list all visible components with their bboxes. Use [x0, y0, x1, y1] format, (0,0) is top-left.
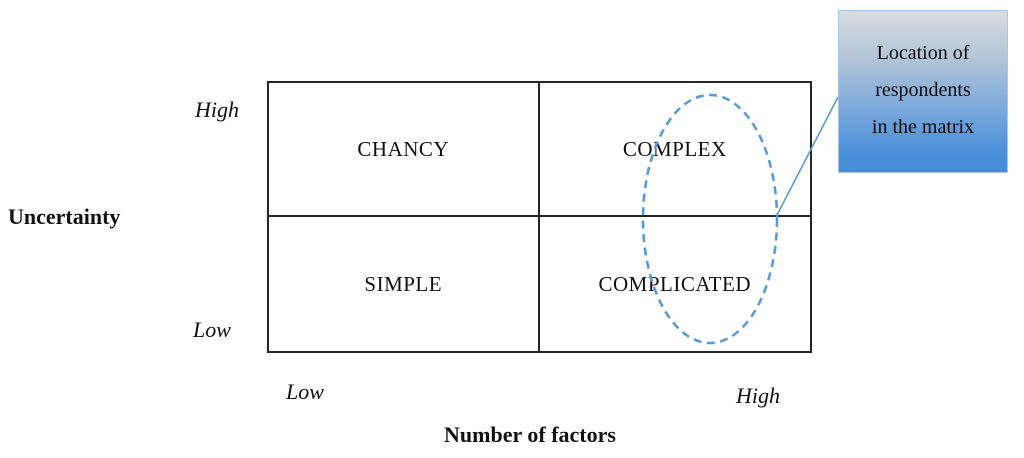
- y-axis-title: Uncertainty: [8, 204, 121, 229]
- y-axis-low-label: Low: [193, 317, 231, 342]
- callout-text-line: respondents: [875, 79, 971, 101]
- quadrant-complex: COMPLEX: [539, 83, 810, 217]
- quadrant-chancy: CHANCY: [269, 83, 540, 217]
- x-axis-high-label: High: [736, 383, 780, 408]
- two-by-two-matrix: CHANCY COMPLEX SIMPLE COMPLICATED: [267, 81, 812, 353]
- x-axis-title: Number of factors: [444, 422, 616, 447]
- callout-text-line: Location of: [876, 42, 970, 64]
- quadrant-simple: SIMPLE: [269, 217, 540, 351]
- callout-box: Location of respondents in the matrix: [838, 10, 1008, 173]
- quadrant-complicated: COMPLICATED: [598, 271, 751, 296]
- x-axis-low-label: Low: [286, 379, 324, 404]
- callout-text-line: in the matrix: [871, 116, 975, 138]
- y-axis-high-label: High: [195, 97, 239, 122]
